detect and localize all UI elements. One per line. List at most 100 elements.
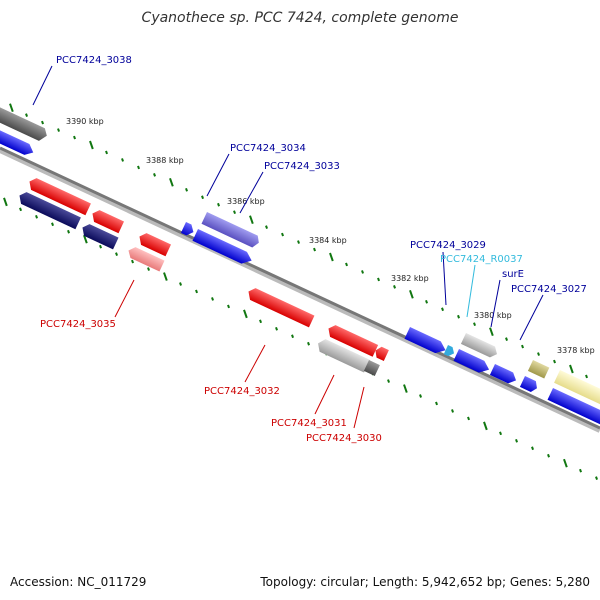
scale-tick <box>83 234 88 244</box>
gene-r0037[interactable] <box>443 345 456 358</box>
gene-label-3038[interactable]: PCC7424_3038 <box>56 55 132 66</box>
gene-3035c[interactable] <box>137 231 172 257</box>
gene-3035a[interactable] <box>90 208 125 234</box>
gene-3038[interactable] <box>0 105 49 143</box>
scale-tick <box>131 259 134 264</box>
gene-label-3027[interactable]: PCC7424_3027 <box>511 284 587 295</box>
scale-tick <box>115 252 118 256</box>
scale-tick <box>579 468 582 473</box>
gene-3033[interactable] <box>192 229 255 267</box>
gene-3037[interactable] <box>0 128 36 158</box>
scale-tick <box>377 277 380 282</box>
gene-3026[interactable] <box>519 376 540 394</box>
scale-tick <box>211 297 214 301</box>
gene-3024[interactable] <box>547 388 600 426</box>
scale-tick <box>595 476 598 480</box>
gene-label-3034[interactable]: PCC7424_3034 <box>230 143 306 154</box>
genome-summary-text: Topology: circular; Length: 5,942,652 bp… <box>260 575 590 589</box>
scale-tick <box>553 359 556 364</box>
gene-label-3029[interactable]: PCC7424_3029 <box>410 240 486 251</box>
scale-tick <box>35 214 38 219</box>
scale-tick <box>3 197 8 207</box>
scale-tick <box>403 384 408 393</box>
scale-tick <box>243 309 248 319</box>
scale-tick <box>249 215 254 224</box>
scale-tick <box>9 103 14 112</box>
scale-tick <box>419 394 422 398</box>
scale-tick <box>89 140 94 150</box>
gene-3027[interactable] <box>489 364 519 386</box>
scale-tick <box>265 225 268 229</box>
scale-tick <box>345 262 348 267</box>
gene-3035[interactable] <box>126 245 165 272</box>
scale-tick <box>179 282 182 286</box>
scale-tick <box>297 240 300 244</box>
scale-tick <box>483 421 488 431</box>
scale-tick <box>51 222 54 227</box>
scale-tick <box>505 337 508 341</box>
scale-tick <box>499 431 502 436</box>
scale-label-3386: 3386 kbp <box>227 197 265 206</box>
gene-3028[interactable] <box>453 349 492 376</box>
scale-tick <box>291 334 294 339</box>
scale-tick <box>19 207 22 212</box>
scale-tick <box>515 438 518 443</box>
label-leaders <box>32 65 544 429</box>
gene-3031b[interactable] <box>373 345 389 361</box>
scale-tick <box>361 270 364 274</box>
gene-label-3031[interactable]: PCC7424_3031 <box>271 418 347 429</box>
scale-tick <box>569 364 574 374</box>
gene-label-3035[interactable]: PCC7424_3035 <box>40 319 116 330</box>
scale-tick <box>99 244 102 249</box>
scale-tick <box>467 416 470 421</box>
scale-tick <box>281 232 284 237</box>
scale-tick <box>25 113 28 117</box>
genome-backbone <box>0 146 600 430</box>
scale-tick <box>147 267 150 271</box>
scale-tick <box>585 374 588 379</box>
scale-tick <box>73 135 76 140</box>
gene-3026b[interactable] <box>527 360 550 379</box>
scale-tick <box>435 401 438 406</box>
gene-3036b[interactable] <box>17 190 81 230</box>
scale-tick <box>387 379 390 383</box>
scale-tick <box>473 322 476 327</box>
gene-3032[interactable] <box>246 286 315 328</box>
gene-3035b[interactable] <box>80 222 119 250</box>
scale-label-3378: 3378 kbp <box>557 346 595 355</box>
gene-label-surE[interactable]: surE <box>502 269 524 280</box>
scale-tick <box>547 453 550 458</box>
gene-label-3032[interactable]: PCC7424_3032 <box>204 386 280 397</box>
gene-3029[interactable] <box>404 327 449 357</box>
gene-3030[interactable] <box>363 360 380 376</box>
gene-small-blue[interactable] <box>180 222 196 238</box>
scale-tick <box>153 173 156 177</box>
gene-label-3033[interactable]: PCC7424_3033 <box>264 161 340 172</box>
gene-3036a[interactable] <box>27 176 91 216</box>
gene-3034[interactable] <box>201 212 262 249</box>
scale-label-3382: 3382 kbp <box>391 274 429 283</box>
gene-3031[interactable] <box>315 337 370 373</box>
map-title: Cyanothece sp. PCC 7424, complete genome <box>141 10 459 26</box>
scale-tick <box>137 165 140 170</box>
scale-tick <box>41 120 44 125</box>
scale-tick <box>163 272 168 281</box>
gene-surE[interactable] <box>460 333 500 360</box>
gene-label-3030[interactable]: PCC7424_3030 <box>306 433 382 444</box>
gene-label-r0037[interactable]: PCC7424_R0037 <box>440 254 523 265</box>
scale-tick <box>329 252 334 262</box>
gene-features <box>0 105 600 426</box>
scale-tick <box>537 352 540 356</box>
scale-tick <box>217 202 220 207</box>
scale-tick <box>105 150 108 155</box>
scale-tick <box>259 319 262 324</box>
gene-3031a[interactable] <box>326 323 379 357</box>
accession-text: Accession: NC_011729 <box>10 575 147 589</box>
scale-tick <box>425 299 428 304</box>
scale-tick <box>185 187 188 192</box>
scale-tick <box>457 314 460 319</box>
scale-tick <box>313 247 316 252</box>
gene-3025[interactable] <box>554 370 600 409</box>
scale-label-3388: 3388 kbp <box>146 156 184 165</box>
